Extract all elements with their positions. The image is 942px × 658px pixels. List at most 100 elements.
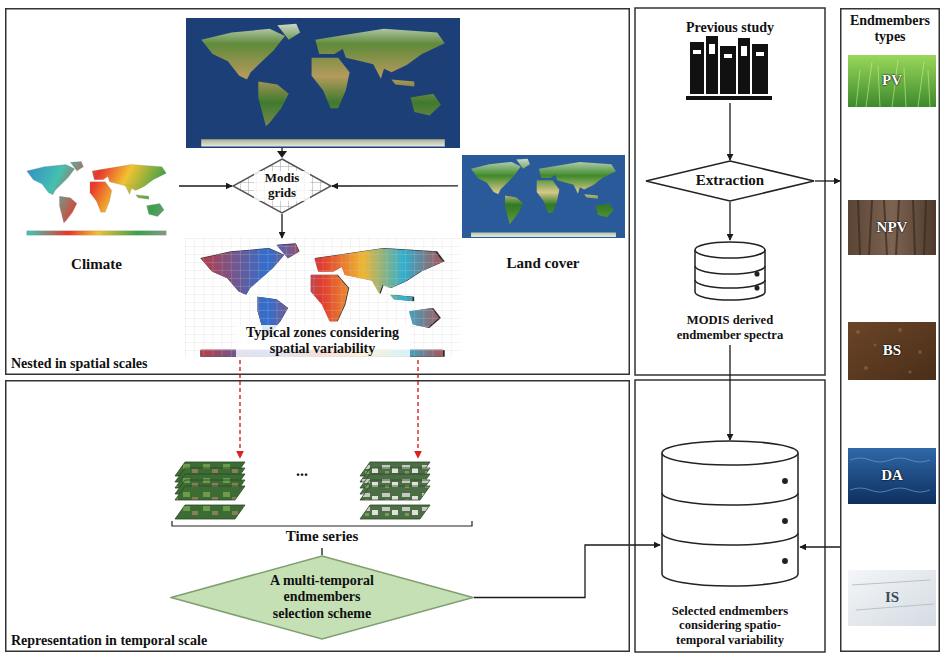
flow-arrow — [800, 546, 840, 547]
texture-tile: PV — [848, 55, 936, 107]
flow-arrow — [729, 345, 730, 440]
flow-arrow — [729, 202, 730, 240]
world-map-part — [201, 24, 445, 147]
database-cylinder-part — [662, 441, 798, 465]
flow-arrow — [729, 103, 730, 160]
node-text: Time series — [286, 528, 359, 545]
flow-arrow — [179, 185, 232, 186]
database-cylinder-part — [783, 559, 787, 563]
node-text: DA — [881, 467, 903, 484]
node-text: Previous study — [686, 20, 774, 36]
texture-tile-part — [848, 570, 936, 626]
flow-arrow — [474, 545, 660, 598]
book-icon-part — [686, 96, 772, 100]
zones-map-part — [185, 238, 460, 358]
grid-diamond: Modis grids — [232, 158, 332, 214]
texture-tile-part-part — [909, 371, 912, 374]
book-icon-part — [709, 44, 715, 54]
flow-arrow — [332, 185, 458, 186]
book-icon: Previous study — [670, 15, 790, 103]
database-cylinder-part — [783, 479, 787, 483]
database-cylinder-part — [662, 493, 798, 505]
bracket — [172, 521, 472, 526]
image-stack — [175, 462, 430, 519]
node-text: Endmembers types — [844, 13, 936, 45]
temporal-panel: Representation in temporal scale Time ser… — [5, 380, 630, 652]
flow-arrow — [281, 214, 282, 238]
database-cylinder-part — [755, 272, 759, 276]
land-cover-map — [462, 155, 625, 238]
book-icon-part — [738, 38, 750, 94]
ellipsis-label: ... — [296, 462, 308, 480]
database-cylinder-part — [695, 280, 765, 288]
texture-tile-part — [848, 200, 936, 255]
diamond-shape — [233, 159, 331, 213]
texture-tile: DA — [848, 448, 936, 504]
dashed-arrow — [239, 360, 240, 458]
land-cover-map: Land cover — [458, 153, 628, 275]
climate-map-part-part — [27, 161, 167, 235]
image-stack-part — [360, 505, 430, 519]
arrow-head — [277, 151, 287, 158]
node-text: PV — [882, 72, 902, 89]
world-map-part — [186, 18, 460, 148]
texture-tile-part — [848, 448, 936, 504]
database-cylinder-part — [695, 266, 765, 274]
node-text: MODIS derived endmember spectra — [660, 313, 800, 342]
database-cylinder: Selected endmembers considering spatio-t… — [660, 440, 800, 650]
database-cylinder: MODIS derived endmember spectra — [660, 240, 800, 345]
node-text: Extraction — [696, 172, 764, 189]
climate-map: Climate — [14, 158, 179, 276]
zones-map — [185, 238, 460, 358]
image-stack-part — [175, 486, 245, 500]
climate-map-part — [27, 161, 167, 235]
node-text: Climate — [71, 256, 122, 273]
texture-tile-part-part — [874, 344, 877, 347]
panel-frame-part — [635, 8, 825, 375]
texture-tile: NPV — [848, 200, 936, 255]
types-panel: Endmembers typesPV NPV BS DA IS — [840, 8, 940, 652]
extraction-diamond: Extraction — [645, 160, 815, 202]
book-icon-part — [756, 52, 764, 56]
database-cylinder-part — [783, 519, 787, 523]
book-icon-part — [693, 50, 701, 54]
node-text: A multi-temporal endmembers selection sc… — [258, 573, 386, 621]
world-map — [186, 18, 460, 148]
database-cylinder-part — [695, 242, 765, 258]
node-text: IS — [885, 589, 899, 606]
land-cover-map-part — [462, 155, 625, 238]
world-map-part-part — [201, 24, 445, 147]
texture-tile-part-part — [918, 350, 922, 354]
panel-frame — [635, 8, 825, 652]
flow-arrow — [321, 548, 322, 555]
database-cylinder-part — [755, 286, 759, 290]
node-text: Representation in temporal scale — [11, 633, 207, 649]
book-icon-part — [741, 46, 747, 56]
database-cylinder-part — [662, 533, 798, 545]
database-cylinder — [695, 242, 765, 300]
book-icon-part — [706, 36, 718, 94]
node-text: BS — [883, 342, 901, 359]
texture-tile-part-part — [864, 366, 868, 370]
texture-tile: IS — [848, 570, 936, 626]
texture-tile-part — [848, 322, 936, 380]
flow-arrow — [815, 180, 840, 181]
texture-tile-part — [848, 55, 936, 107]
land-cover-map-part-part — [471, 159, 616, 237]
texture-tile-part — [856, 60, 930, 107]
time-series-group: Time series — [162, 458, 482, 548]
book-icon-part — [720, 46, 736, 94]
book-icon-part — [690, 42, 704, 94]
texture-tile-part-part — [898, 328, 902, 332]
database-cylinder — [662, 441, 798, 586]
texture-tile-part — [852, 580, 934, 610]
diamond-shape — [171, 556, 473, 639]
texture-tile: BS — [848, 322, 936, 380]
node-text: NPV — [877, 219, 908, 236]
zones-map-part-part — [185, 238, 460, 358]
selection-diamond: A multi-temporal endmembers selection sc… — [170, 555, 474, 640]
land-cover-map-part — [471, 159, 616, 237]
